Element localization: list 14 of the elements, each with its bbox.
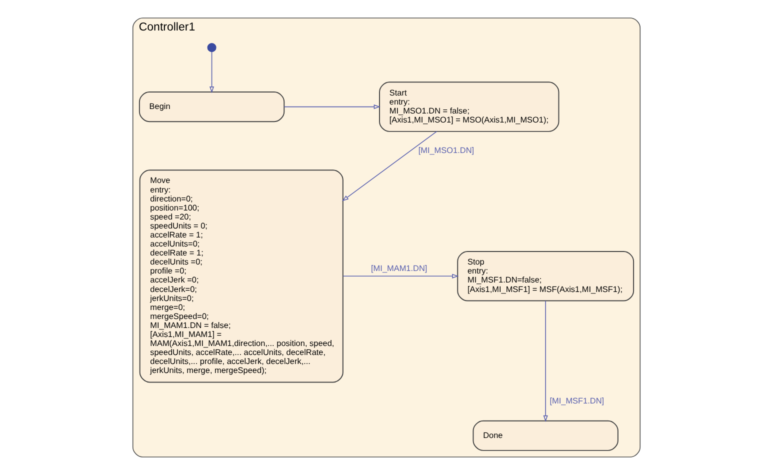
node-circle [207,43,216,52]
node-box: Start entry: MI_MSO1.DN = false; [Axis1,MI_MSO1] = MSO(Axis1,MI_MSO1); [379,82,560,132]
arrow [543,300,548,422]
node-box: Begin [138,91,285,122]
node-box: Done [472,420,618,451]
arrow [342,274,459,278]
arrow [284,104,380,110]
arrow [209,51,214,94]
edge-label: [MI_MAM1.DN] [371,264,428,274]
edge-label: [MI_MSF1.DN] [550,396,604,406]
node-box: Stop entry: MI_MSF1.DN=false; [Axis1,MI_MSF1] = MSF(Axis1,MI_MSF1); [457,250,634,302]
node-box: Move entry: direction=0; position=100; speed =20; speedUnits = 0; accelRate = 1; accelUnits=0; decelRate = 1; decelUnits =0; profile =0; accelJerk =0; decelJerk=0; jerkUnits=0; merge=0; mergeSpeed=0; MI_MAM1.DN = false; [Axis1,MI_MAM1] = MAM(Axis1,MI_MAM1,direction,... position, speed, speedUnits, accelRate,... accelUnits, decelRate, decelUnits,... profile, accelJerk, decelJerk,... jerkUnits, merge, mergeSpeed); [139,170,344,383]
arrow [342,131,438,202]
edge-label: [MI_MSO1.DN] [418,146,474,155]
